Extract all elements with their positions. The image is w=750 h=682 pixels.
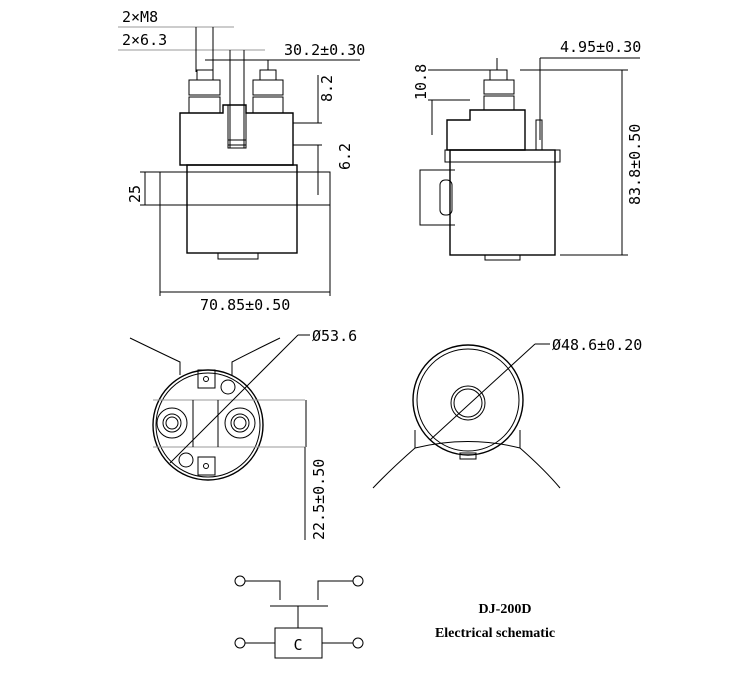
front-view: 2×M8 2×6.3 30.2±0.30 8.2 6.2 25 <box>118 8 365 314</box>
terminal-spacing-label: 30.2±0.30 <box>284 41 365 59</box>
model-label: DJ-200D <box>479 602 532 617</box>
side-view: 4.95±0.30 10.8 83.8±0.50 <box>412 38 644 261</box>
terminal-thread-label: 2×M8 <box>122 8 158 26</box>
coil-label: C <box>293 636 302 654</box>
tab-width-label: 2×6.3 <box>122 31 167 49</box>
band-width-label: 22.5±0.50 <box>310 459 328 540</box>
tab-height-label: 6.2 <box>336 143 354 170</box>
bottom-diameter-label: Ø48.6±0.20 <box>552 336 642 354</box>
flange-height-label: 25 <box>126 185 144 203</box>
total-height-label: 83.8±0.50 <box>626 124 644 205</box>
electrical-schematic: C DJ-200D Electrical schematic <box>234 575 555 659</box>
top-height-label: 10.8 <box>412 64 430 100</box>
top-diameter-label: Ø53.6 <box>312 327 357 345</box>
schematic-title: Electrical schematic <box>435 626 555 641</box>
offset-label: 4.95±0.30 <box>560 38 641 56</box>
width-label: 70.85±0.50 <box>200 296 290 314</box>
bottom-view: Ø48.6±0.20 <box>372 336 642 489</box>
top-view: Ø53.6 22.5±0.50 <box>129 327 357 540</box>
terminal-height-label: 8.2 <box>318 75 336 102</box>
